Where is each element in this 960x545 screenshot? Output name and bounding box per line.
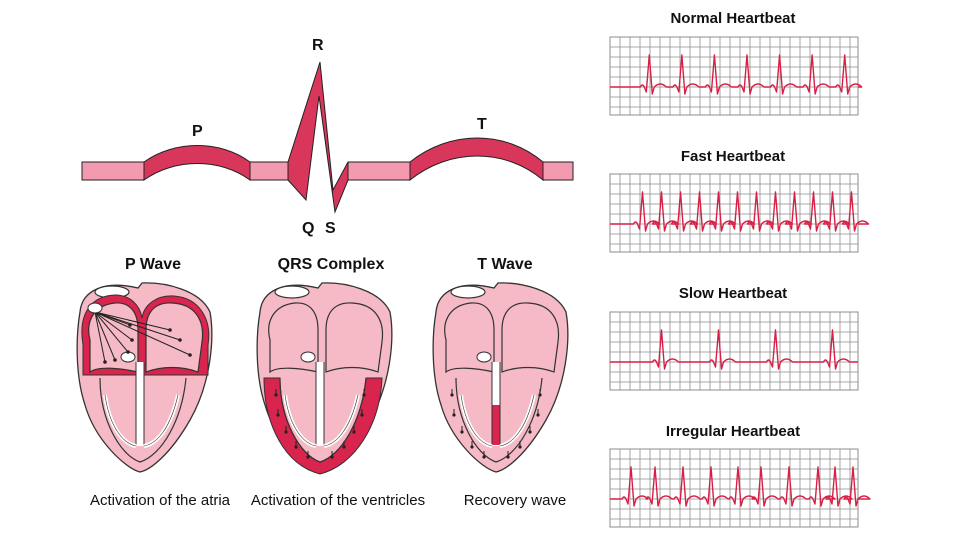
arrow-head (330, 455, 333, 458)
irregular-heartbeat-title: Irregular Heartbeat (608, 423, 858, 440)
av-node (477, 352, 491, 362)
arrow-head (284, 430, 287, 433)
t-wave-caption: Recovery wave (425, 492, 605, 510)
p-wave-band (144, 146, 250, 181)
baseline-segment (82, 162, 144, 180)
arrow-head (276, 413, 279, 416)
t-wave-label: T (477, 116, 487, 134)
arrow-head (482, 455, 485, 458)
arrow-head (362, 393, 365, 396)
arrow-head (528, 430, 531, 433)
right-atrium (146, 303, 203, 372)
arrow-head (188, 353, 192, 357)
arrow-head (168, 328, 172, 332)
normal-heartbeat-title: Normal Heartbeat (608, 10, 858, 27)
fast-heartbeat-title: Fast Heartbeat (608, 148, 858, 165)
rhythm-strip-fast (610, 174, 869, 252)
strip-grid (610, 312, 858, 390)
arrow-head (178, 338, 182, 342)
rhythm-strip-normal (610, 37, 862, 115)
arrow-head (452, 413, 455, 416)
baseline-segment (250, 162, 288, 180)
p-wave-title: P Wave (63, 256, 243, 274)
t-wave-band (410, 138, 543, 180)
baseline-segment (543, 162, 573, 180)
arrow-head (470, 445, 473, 448)
qrs-complex-title: QRS Complex (241, 256, 421, 274)
heart-p-wave (77, 283, 212, 472)
arrow-head (306, 455, 309, 458)
arrow-head (126, 350, 130, 354)
conduction-bundle (137, 362, 144, 446)
arrow-head (294, 445, 297, 448)
arrow-head (352, 430, 355, 433)
slow-heartbeat-title: Slow Heartbeat (608, 285, 858, 302)
right-atrium (502, 303, 559, 372)
strip-frame (610, 174, 858, 252)
heart-qrs-complex (257, 283, 392, 474)
s-wave-label: S (325, 220, 336, 238)
p-wave-caption: Activation of the atria (70, 492, 250, 510)
aorta-opening (451, 286, 485, 298)
arrow-head (360, 413, 363, 416)
rhythm-strip-irregular (610, 449, 870, 527)
rhythm-strip-slow (610, 312, 858, 390)
heart-t-wave (433, 283, 568, 472)
av-node (301, 352, 315, 362)
arrow-head (538, 393, 541, 396)
qrs-complex-band (288, 62, 348, 212)
recovery-band (493, 405, 500, 445)
r-wave-label: R (312, 37, 324, 55)
aorta-opening (275, 286, 309, 298)
strip-frame (610, 312, 858, 390)
strip-frame (610, 449, 858, 527)
arrow-head (130, 338, 134, 342)
arrow-head (103, 360, 107, 364)
ecg-waveform (82, 62, 573, 212)
conduction-bundle (317, 362, 324, 446)
t-wave-title: T Wave (415, 256, 595, 274)
arrow-head (460, 430, 463, 433)
right-atrium (326, 303, 383, 372)
strip-grid (610, 174, 858, 252)
arrow-head (506, 455, 509, 458)
arrow-head (113, 358, 117, 362)
arrow-head (274, 393, 277, 396)
arrow-head (536, 413, 539, 416)
p-wave-label: P (192, 123, 203, 141)
baseline-segment (348, 162, 410, 180)
arrow-head (450, 393, 453, 396)
qrs-complex-caption: Activation of the ventricles (248, 492, 428, 510)
arrow-head (342, 445, 345, 448)
strip-grid (610, 449, 858, 527)
q-wave-label: Q (302, 220, 314, 238)
sa-node (88, 303, 102, 313)
arrow-head (518, 445, 521, 448)
